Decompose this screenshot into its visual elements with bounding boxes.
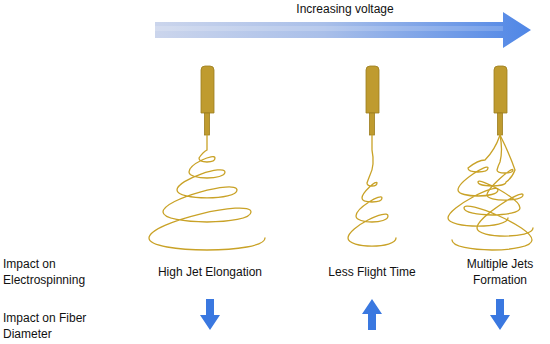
needle-tip xyxy=(370,113,375,135)
effect-label: Multiple Jets Formation xyxy=(454,256,546,288)
jet-spiral xyxy=(448,135,508,226)
effect-label: Less Flight Time xyxy=(302,264,442,280)
needle-body xyxy=(494,66,507,113)
down-arrow xyxy=(490,299,510,330)
up-arrow xyxy=(362,299,382,330)
needles xyxy=(201,66,507,135)
down-arrow xyxy=(200,299,220,330)
needle-tip xyxy=(498,113,503,135)
jet-spiral xyxy=(452,135,532,250)
jet-spiral xyxy=(348,135,396,246)
voltage-arrow xyxy=(155,12,531,48)
voltage-arrow-sheen xyxy=(155,26,503,31)
row-label: Impact on Fiber Diameter xyxy=(3,310,103,342)
needle-body xyxy=(366,66,379,113)
needle-body xyxy=(201,66,214,113)
jet-spiral xyxy=(149,135,265,250)
needle-tip xyxy=(205,113,210,135)
fiber-jets xyxy=(149,135,533,250)
row-label: Impact on Electrospinning xyxy=(3,256,113,288)
diameter-arrows xyxy=(200,299,510,330)
axis-label: Increasing voltage xyxy=(260,1,430,17)
effect-label: High Jet Elongation xyxy=(135,264,285,280)
